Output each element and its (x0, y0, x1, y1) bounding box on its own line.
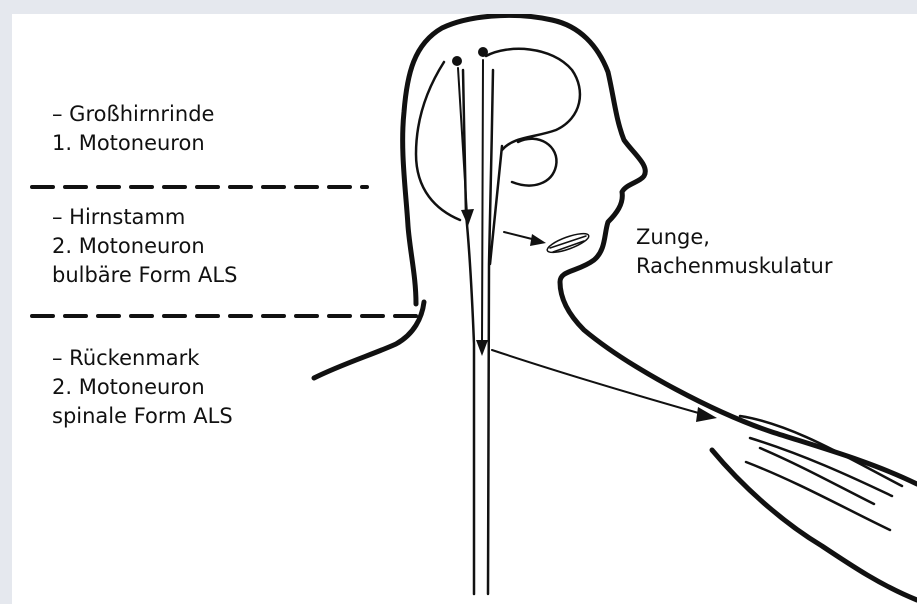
label-cortex-line2: 1. Motoneuron (52, 129, 214, 158)
label-spinal-cord: – Rückenmark 2. Motoneuron spinale Form … (52, 344, 233, 431)
shoulder-line (314, 302, 424, 378)
spinal-to-arm-arrow (492, 350, 702, 414)
arrowhead-spinal (476, 340, 488, 356)
label-cortex: – Großhirnrinde 1. Motoneuron (52, 100, 214, 158)
label-target-line2: Rachenmuskulatur (636, 252, 833, 281)
label-brainstem-line1: – Hirnstamm (52, 203, 237, 232)
label-spinal-line2: 2. Motoneuron (52, 373, 233, 402)
label-brainstem: – Hirnstamm 2. Motoneuron bulbäre Form A… (52, 203, 237, 290)
motor-neuron-dot-left (452, 56, 462, 66)
label-brainstem-line2: 2. Motoneuron (52, 232, 237, 261)
motor-neuron-dot-right (478, 47, 488, 57)
label-cortex-line1: – Großhirnrinde (52, 100, 214, 129)
cerebellum (512, 139, 556, 186)
spinal-cord-right (488, 70, 493, 594)
label-target-tongue: Zunge, Rachenmuskulatur (636, 223, 833, 281)
label-spinal-line3: spinale Form ALS (52, 402, 233, 431)
spinal-cord-left (463, 70, 474, 594)
label-brainstem-line3: bulbäre Form ALS (52, 261, 237, 290)
tongue-muscle-icon (545, 230, 590, 256)
upper-motor-pathway-right (482, 60, 483, 344)
arrowhead-brainstem (461, 209, 474, 226)
brain-outline (416, 62, 460, 220)
label-target-line1: Zunge, (636, 223, 833, 252)
arm-muscle-icon (740, 416, 902, 530)
diagram-canvas: – Großhirnrinde 1. Motoneuron – Hirnstam… (12, 14, 917, 604)
arrowhead-tongue (530, 234, 546, 246)
cerebrum (486, 49, 580, 150)
label-spinal-line1: – Rückenmark (52, 344, 233, 373)
